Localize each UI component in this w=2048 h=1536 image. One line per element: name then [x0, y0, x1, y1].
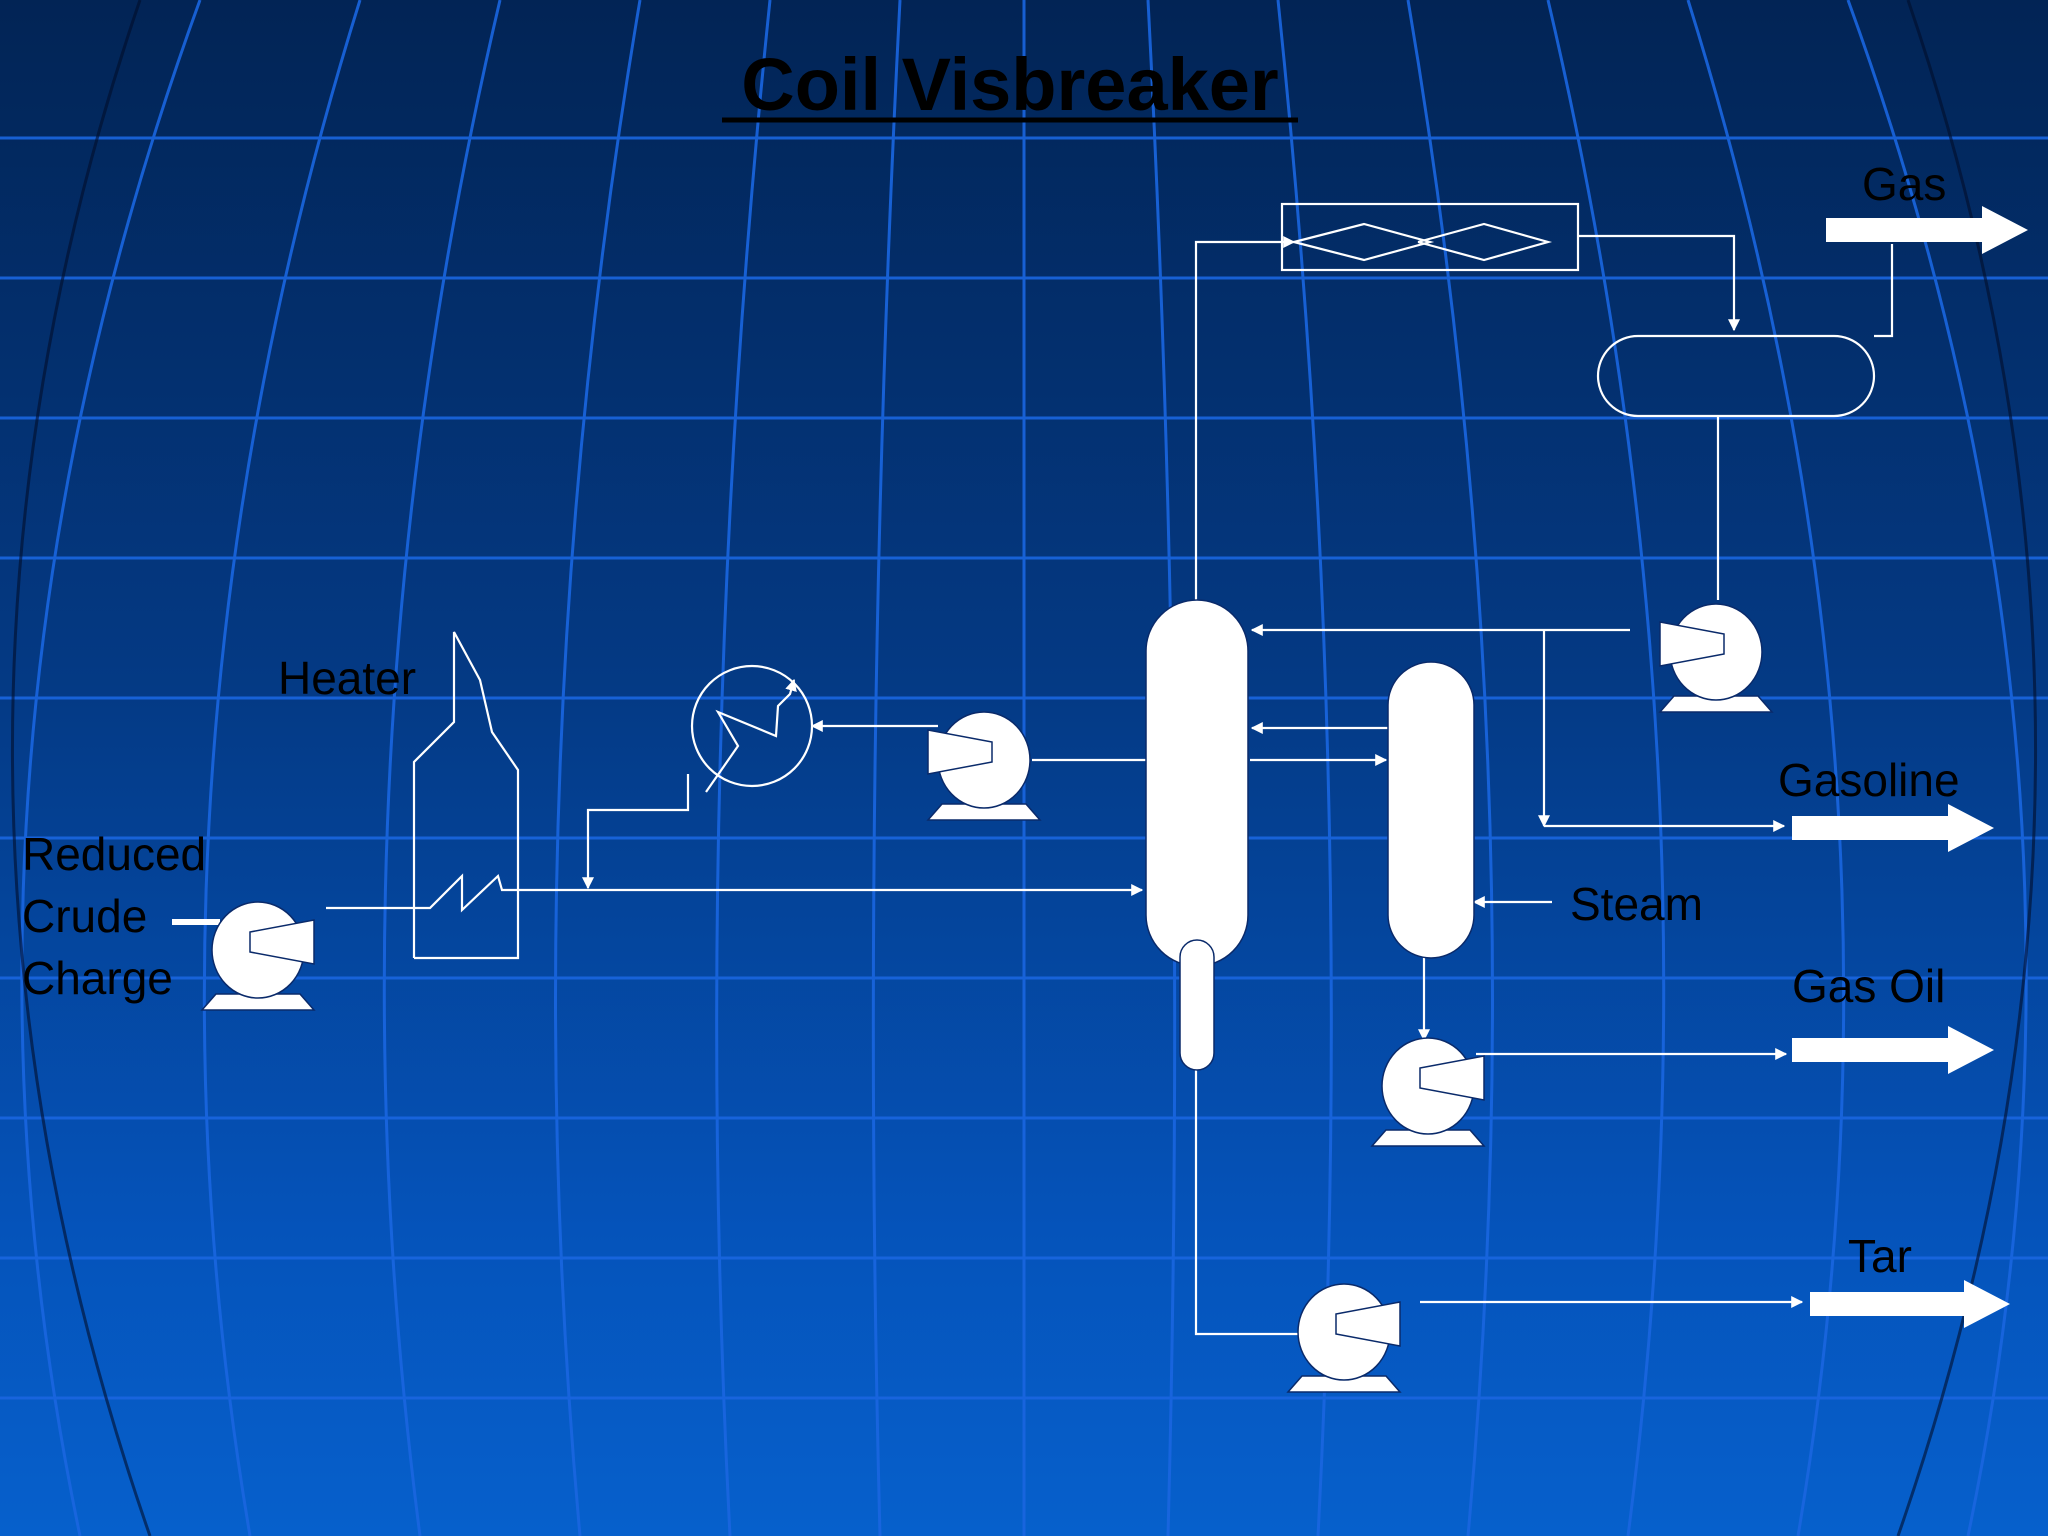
reflux-drum — [1596, 334, 1876, 418]
heater — [412, 631, 520, 960]
tar-pump — [1287, 1283, 1401, 1393]
tar-product-arrow — [1810, 1280, 2010, 1328]
fractionator-column — [1145, 599, 1249, 967]
stripper-column — [1387, 661, 1475, 959]
feed-pump — [201, 901, 315, 1011]
feed-label-line3: Charge — [22, 952, 173, 1004]
tar-label: Tar — [1848, 1230, 1912, 1282]
gas-oil-product-arrow — [1792, 1026, 1994, 1074]
gas-label: Gas — [1862, 158, 1946, 210]
overhead-condenser — [1280, 202, 1580, 272]
steam-label: Steam — [1570, 878, 1703, 930]
process-lines — [326, 234, 1894, 1336]
feed-label-line2: Crude — [22, 890, 147, 942]
diagram-title: Coil Visbreaker — [741, 43, 1278, 126]
fractionator-boot — [1179, 939, 1215, 1071]
gas-oil-pump — [1371, 1037, 1485, 1147]
heat-exchanger — [690, 664, 814, 793]
feed-label-line1: Reduced — [22, 828, 206, 880]
gas-product-arrow — [1826, 206, 2028, 254]
gasoline-product-arrow — [1792, 804, 1994, 852]
reflux-pump — [1659, 603, 1773, 713]
heater-label: Heater — [278, 652, 416, 704]
gas-oil-label: Gas Oil — [1792, 960, 1945, 1012]
gasoline-label: Gasoline — [1778, 754, 1960, 806]
